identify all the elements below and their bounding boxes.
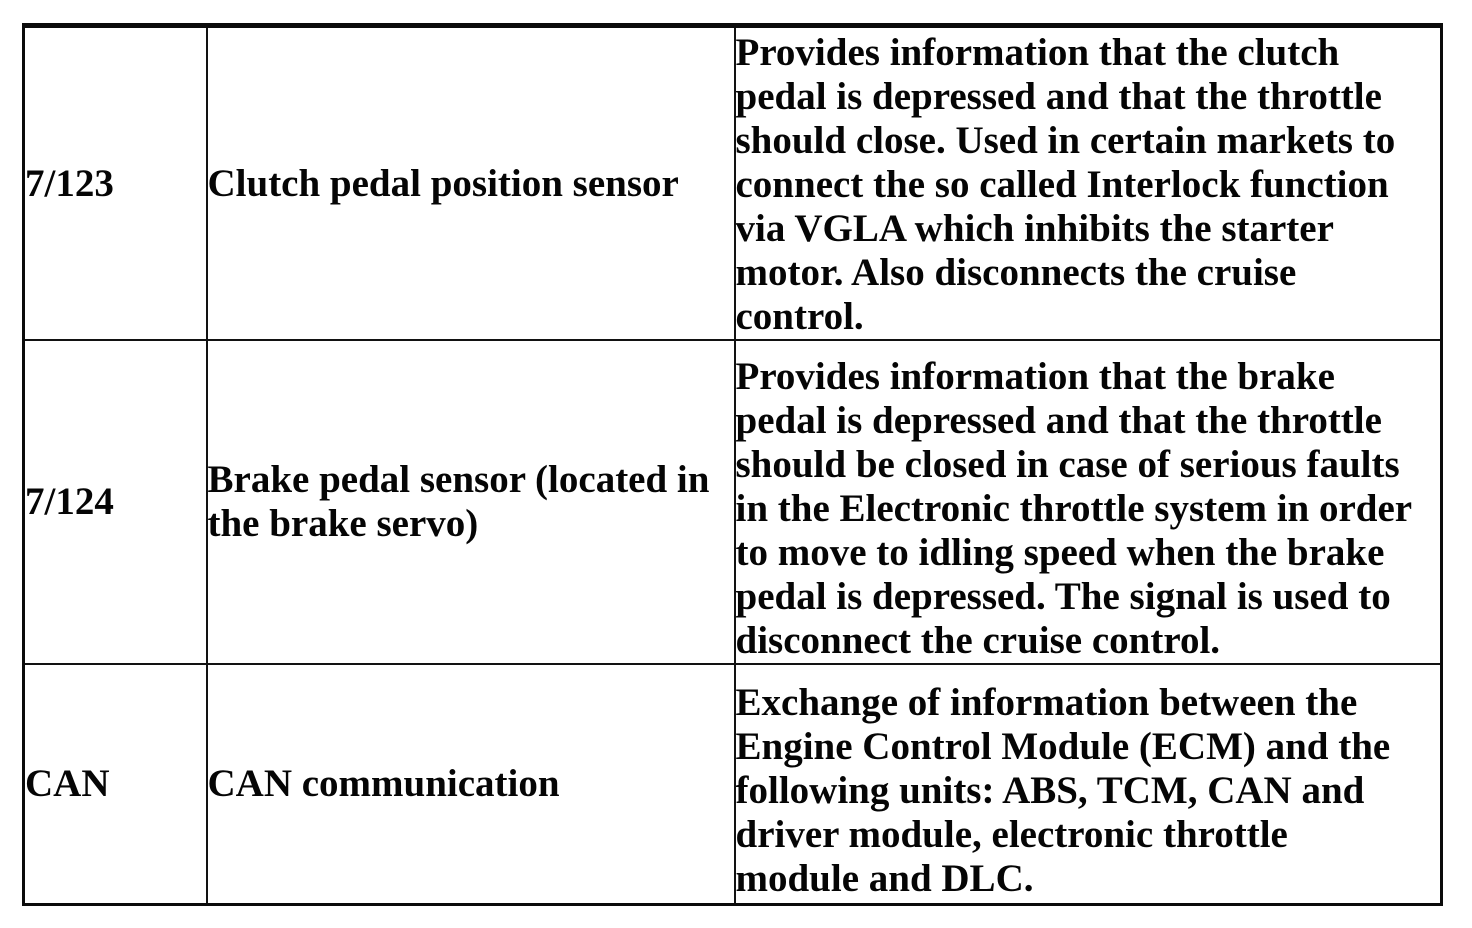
component-id-cell: 7/124 bbox=[22, 339, 208, 665]
component-description-cell: Exchange of information between the Engi… bbox=[733, 663, 1443, 905]
component-id-cell: 7/123 bbox=[22, 24, 208, 341]
table-row: CAN CAN communication Exchange of inform… bbox=[22, 663, 1443, 905]
component-name-cell: CAN communication bbox=[205, 663, 736, 905]
component-name-cell: Brake pedal sensor (located in the brake… bbox=[205, 339, 736, 665]
component-description-cell: Provides information that the brake peda… bbox=[733, 339, 1443, 665]
table-row: 7/123 Clutch pedal position sensor Provi… bbox=[22, 24, 1443, 341]
signal-description-table: 7/123 Clutch pedal position sensor Provi… bbox=[22, 23, 1443, 906]
component-name-cell: Clutch pedal position sensor bbox=[205, 24, 736, 341]
component-id-cell: CAN bbox=[22, 663, 208, 905]
component-description-cell: Provides information that the clutch ped… bbox=[733, 24, 1443, 341]
table-row: 7/124 Brake pedal sensor (located in the… bbox=[22, 339, 1443, 665]
